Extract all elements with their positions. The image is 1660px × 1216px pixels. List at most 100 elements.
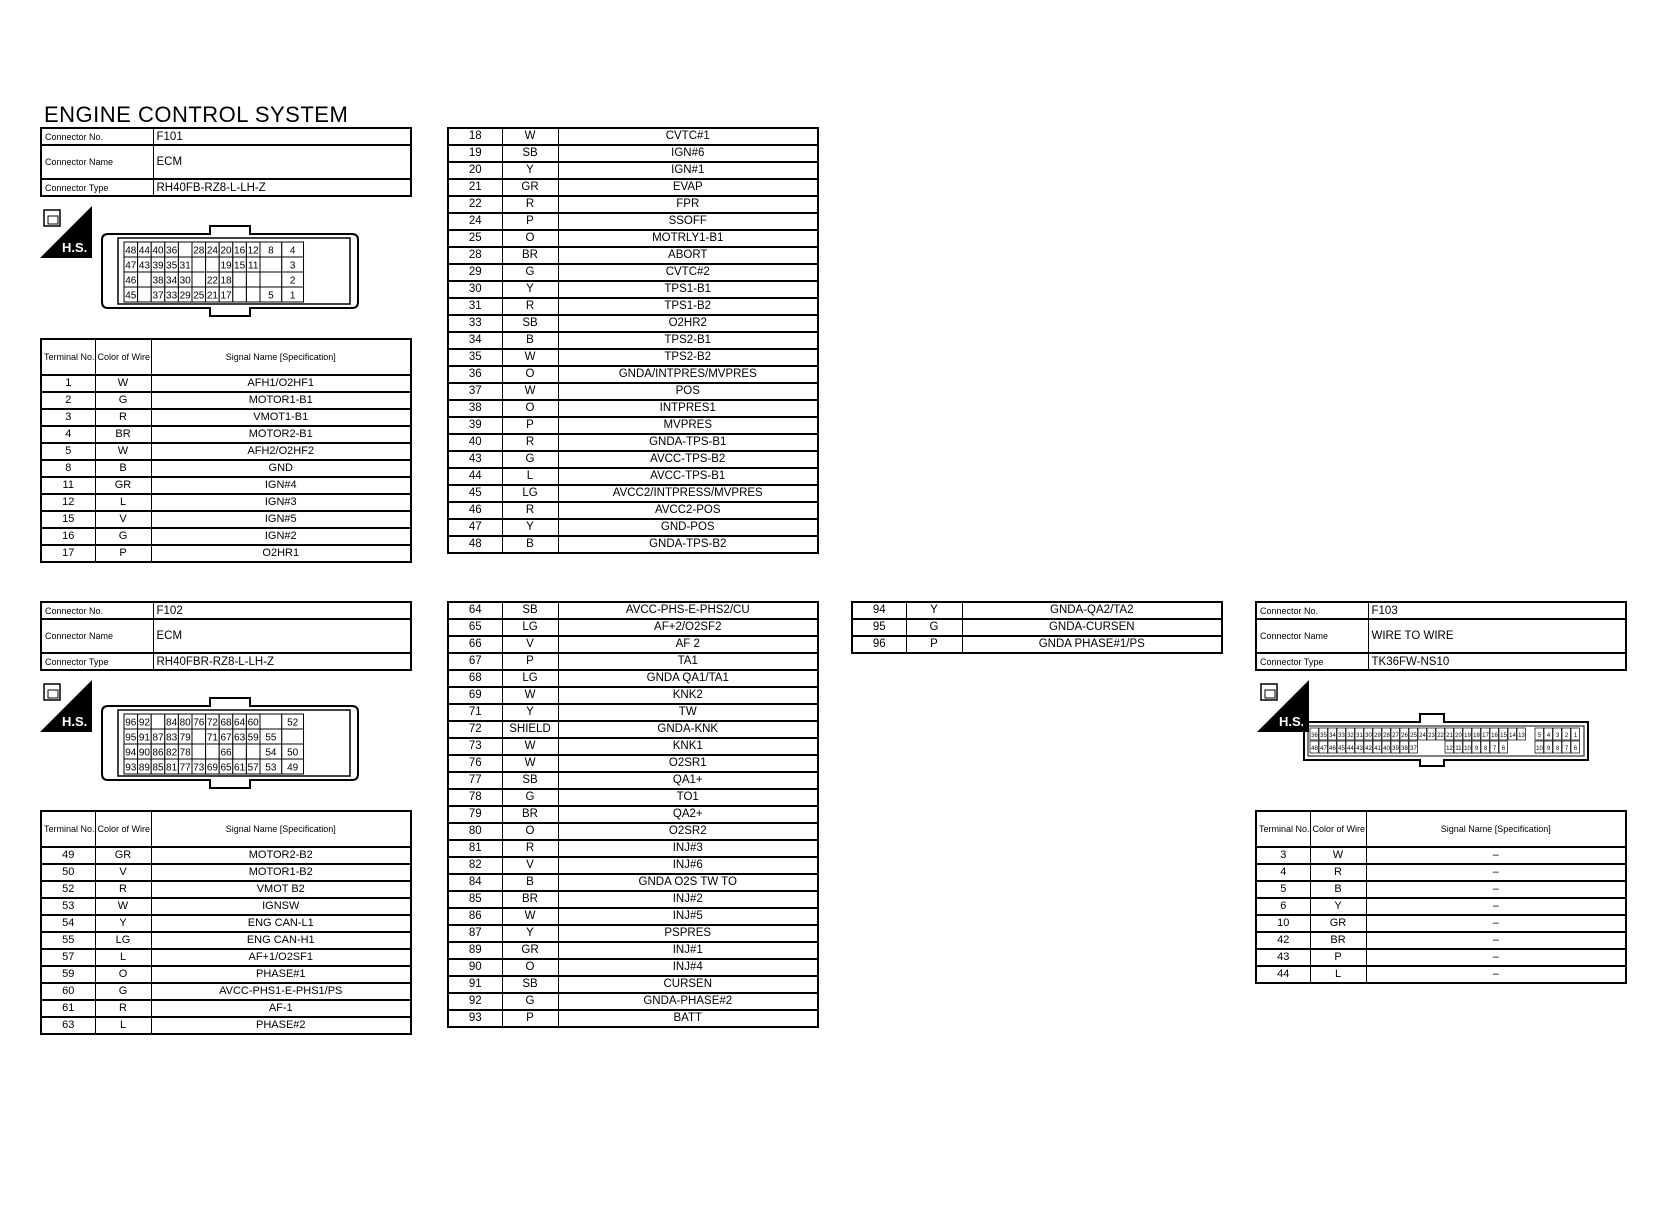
wire-color-cell: O — [501, 399, 559, 418]
pin-label: 67 — [220, 733, 232, 744]
pin-label: 17 — [220, 291, 232, 302]
pin-label: 64 — [234, 718, 246, 729]
signal-name-cell: – — [1365, 948, 1627, 967]
pin-label: 13 — [1518, 733, 1525, 739]
pin-cell — [232, 743, 247, 760]
wire-color-cell: W — [501, 907, 559, 926]
wire-color-cell: Y — [1309, 897, 1367, 916]
signal-name-cell: IGN#6 — [557, 144, 819, 163]
signal-name-cell: PSPRES — [557, 924, 819, 943]
pin-label: 9 — [1475, 746, 1479, 752]
terminal-no-cell: 81 — [447, 839, 503, 858]
pin-label: 22 — [207, 276, 219, 287]
pin-label: 48 — [1311, 746, 1318, 752]
pin-label: 30 — [180, 276, 192, 287]
pin-label: 89 — [139, 763, 151, 774]
terminal-no-cell: 20 — [447, 161, 503, 180]
terminal-no-cell: 38 — [447, 399, 503, 418]
signal-name-cell: TW — [557, 703, 819, 722]
signal-name-cell: – — [1365, 846, 1627, 865]
pin-label: 45 — [1338, 746, 1345, 752]
pin-label: 77 — [180, 763, 192, 774]
signal-name-cell: ENG CAN-L1 — [150, 914, 412, 933]
pin-label: 24 — [1419, 733, 1426, 739]
pin-cell — [1552, 740, 1562, 754]
connector-name-value: WIRE TO WIRE — [1367, 618, 1627, 654]
signal-name-cell: AVCC-PHS1-E-PHS1/PS — [150, 982, 412, 1001]
terminal-no-cell: 42 — [1255, 931, 1311, 950]
connector-type-value: RH40FBR-RZ8-L-LH-Z — [152, 652, 412, 671]
wire-color-cell: V — [94, 510, 152, 529]
terminal-no-cell: 89 — [447, 941, 503, 960]
signal-name-cell: GND — [150, 459, 412, 478]
pin-label: 47 — [1320, 746, 1327, 752]
wire-color-cell: Y — [501, 924, 559, 943]
wire-color-cell: G — [905, 618, 963, 637]
terminal-no-cell: 2 — [40, 391, 96, 410]
wire-color-cell: O — [501, 822, 559, 841]
pin-label: 18 — [220, 276, 232, 287]
terminal-no-header: Terminal No. — [40, 810, 96, 848]
pin-label: 66 — [220, 748, 232, 759]
pin-label: 86 — [152, 748, 164, 759]
connector-housing — [101, 697, 359, 789]
pin-label: 34 — [1329, 733, 1336, 739]
signal-name-cell: AF+2/O2SF2 — [557, 618, 819, 637]
wire-color-cell: BR — [94, 425, 152, 444]
signal-name-cell: AFH1/O2HF1 — [150, 374, 412, 393]
pin-label: 9 — [1547, 746, 1551, 752]
connector-type-label: Connector Type — [40, 652, 154, 671]
pin-cell — [281, 758, 305, 775]
pin-label: 93 — [125, 763, 137, 774]
signal-name-cell: GNDA PHASE#1/PS — [961, 635, 1223, 654]
pin-label: 4 — [1547, 733, 1551, 739]
terminal-no-cell: 44 — [447, 467, 503, 486]
signal-name-cell: – — [1365, 897, 1627, 916]
pin-label: 2 — [290, 276, 296, 287]
signal-name-cell: AF+1/O2SF1 — [150, 948, 412, 967]
signal-name-cell: GNDA-KNK — [557, 720, 819, 739]
pin-cell — [259, 713, 283, 730]
pin-label: 25 — [193, 291, 205, 302]
terminal-no-cell: 68 — [447, 669, 503, 688]
pin-cell — [1489, 727, 1499, 741]
terminal-no-cell: 31 — [447, 297, 503, 316]
signal-name-cell: MOTRLY1-B1 — [557, 229, 819, 248]
terminal-no-cell: 8 — [40, 459, 96, 478]
wire-color-cell: G — [94, 982, 152, 1001]
hs-label: H.S. — [1279, 714, 1304, 729]
pin-cell — [1426, 727, 1436, 741]
pin-cell — [137, 271, 152, 288]
pin-cell — [1381, 740, 1391, 754]
wire-color-cell: O — [501, 365, 559, 384]
wire-color-cell: V — [501, 856, 559, 875]
pin-cell — [281, 728, 305, 745]
terminal-no-cell: 6 — [1255, 897, 1311, 916]
terminal-no-header: Terminal No. — [40, 338, 96, 376]
wire-color-cell: R — [501, 433, 559, 452]
signal-name-cell: EVAP — [557, 178, 819, 197]
pin-cell — [1462, 740, 1472, 754]
pin-label: 8 — [268, 246, 274, 257]
signal-name-cell: IGNSW — [150, 897, 412, 916]
pin-cell — [1309, 727, 1319, 741]
wire-color-cell: P — [501, 1009, 559, 1028]
terminal-no-cell: 66 — [447, 635, 503, 654]
pin-label: 40 — [1383, 746, 1390, 752]
terminal-no-cell: 46 — [447, 501, 503, 520]
wire-color-cell: Y — [501, 161, 559, 180]
pin-label: 87 — [152, 733, 164, 744]
signal-name-cell: INJ#4 — [557, 958, 819, 977]
pin-cell — [245, 271, 261, 288]
wire-color-cell: R — [501, 501, 559, 520]
